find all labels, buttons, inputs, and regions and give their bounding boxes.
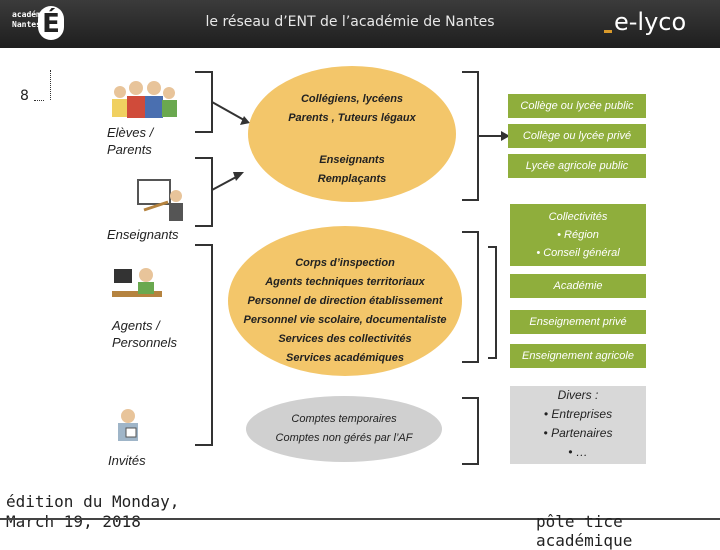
box-college-public: Collège ou lycée public <box>508 94 646 118</box>
students-parents-icon <box>112 81 177 118</box>
ellipse-students-text: Collégiens, lycéens Parents , Tuteurs lé… <box>248 90 456 128</box>
edition-date: édition du Monday, March 19, 2018 <box>6 492 179 532</box>
ellipse-line: Comptes non gérés par l’AF <box>275 432 413 444</box>
divers-item: • Partenaires <box>543 426 613 440</box>
ellipse-line: Services des collectivités <box>278 333 412 345</box>
ellipse-line: Services académiques <box>285 352 405 364</box>
brand-logo: e-lyco <box>614 8 687 36</box>
bracket-others <box>488 246 497 359</box>
box-collectivites: Collectivités • Région • Conseil général <box>510 204 646 266</box>
category-guests: Invités <box>108 452 146 469</box>
collectivites-title: Collectivités <box>548 211 608 223</box>
category-label: Invités <box>108 453 146 468</box>
box-college-private: Collège ou lycée privé <box>508 124 646 148</box>
page-marker-dots <box>34 100 44 101</box>
box-agricultural-public: Lycée agricole public <box>508 154 646 178</box>
edition-line: March 19, 2018 <box>6 512 141 531</box>
page-marker-line <box>50 70 51 100</box>
bracket-mid-right <box>462 231 479 363</box>
ellipse-line: Enseignants <box>319 154 385 166</box>
category-students-parents: Elèves / Parents <box>107 124 153 158</box>
ellipse-line: Agents techniques territoriaux <box>265 276 425 288</box>
ellipse-line: Personnel vie scolaire, documentaliste <box>243 314 447 326</box>
logo-line-2: Nantes <box>12 20 41 29</box>
ellipse-line: Personnel de direction établissement <box>247 295 443 307</box>
academy-logo-text: académie Nantes <box>12 10 51 30</box>
page-title: le réseau d’ENT de l’académie de Nantes <box>205 14 495 30</box>
ellipse-line: Corps d’inspection <box>295 257 395 269</box>
bracket-top-right <box>462 71 479 201</box>
ellipse-line: Collégiens, lycéens <box>300 93 404 105</box>
teacher-board-icon <box>137 179 183 221</box>
category-label: Enseignants <box>107 227 179 242</box>
footer-divider <box>0 518 720 520</box>
brand-accent <box>604 30 612 33</box>
header-bar <box>0 0 720 48</box>
box-academie: Académie <box>510 274 646 298</box>
bracket-staff <box>195 244 213 446</box>
guest-badge-icon <box>118 409 138 441</box>
box-divers: Divers : • Entreprises • Partenaires • … <box>510 386 646 464</box>
category-label: Elèves / <box>107 125 154 140</box>
ellipse-line: Parents , Tuteurs légaux <box>288 112 416 124</box>
ellipse-guests-text: Comptes temporaires Comptes non gérés pa… <box>246 410 442 448</box>
divers-title: Divers : <box>557 388 599 402</box>
divers-item: • … <box>568 445 588 459</box>
category-label: Parents <box>107 142 152 157</box>
category-teachers: Enseignants <box>107 226 179 243</box>
arrowhead-students <box>240 116 250 125</box>
collectivites-item: • Région <box>557 229 599 241</box>
arrowhead-establishments <box>501 131 510 141</box>
ellipse-students-teachers <box>248 66 456 202</box>
category-label: Agents / <box>112 318 160 333</box>
arrow-teachers <box>211 175 239 191</box>
bracket-students <box>195 71 213 133</box>
ellipse-line: Remplaçants <box>317 173 387 185</box>
bracket-teachers <box>195 157 213 227</box>
ellipse-line: Comptes temporaires <box>291 413 397 425</box>
category-staff: Agents / Personnels <box>112 317 177 351</box>
ellipse-guests <box>246 396 442 462</box>
office-worker-icon <box>112 268 162 297</box>
collectivites-item: • Conseil général <box>536 247 620 259</box>
logo-line-1: académie <box>12 10 51 19</box>
ellipse-staff-text: Corps d’inspection Agents techniques ter… <box>228 254 462 368</box>
box-private-education: Enseignement privé <box>510 310 646 334</box>
arrow-students <box>211 101 245 121</box>
category-label: Personnels <box>112 335 178 350</box>
divers-item: • Entreprises <box>543 407 613 421</box>
ellipse-teachers-text: Enseignants Remplaçants <box>248 151 456 189</box>
footer-credit: pôle tice académique <box>536 512 633 550</box>
page-number: 8 <box>20 88 29 104</box>
academy-logo-icon: É <box>38 6 64 40</box>
arrowhead-teachers <box>233 172 244 181</box>
bracket-bottom-right <box>462 397 479 465</box>
edition-line: édition du Monday, <box>6 492 180 511</box>
ellipse-staff <box>228 226 462 376</box>
box-agricultural-education: Enseignement agricole <box>510 344 646 368</box>
